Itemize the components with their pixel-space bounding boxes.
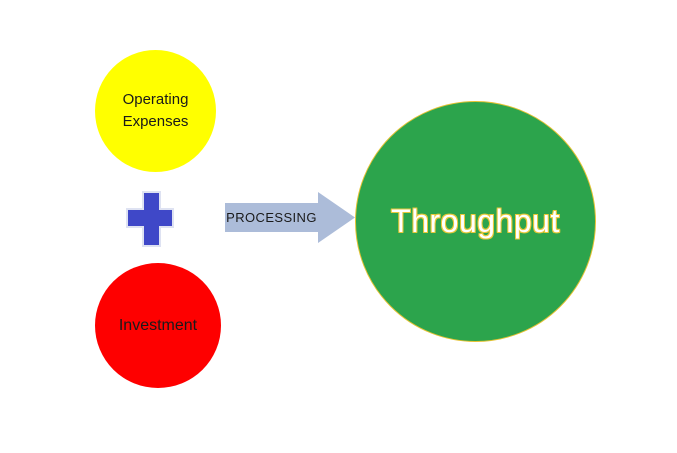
throughput-label: Throughput [391,203,560,239]
operating-expenses-circle: Operating Expenses [95,50,216,172]
investment-label: Investment [118,316,198,334]
plus-icon [126,191,174,247]
operating-expenses-label-line2: Expenses [122,113,189,130]
arrow-right-icon [225,192,356,244]
investment-circle: Investment [95,263,221,388]
processing-label: PROCESSING [226,210,317,225]
throughput-circle: Throughput [355,101,596,342]
operating-expenses-label-line1: Operating [122,91,189,108]
